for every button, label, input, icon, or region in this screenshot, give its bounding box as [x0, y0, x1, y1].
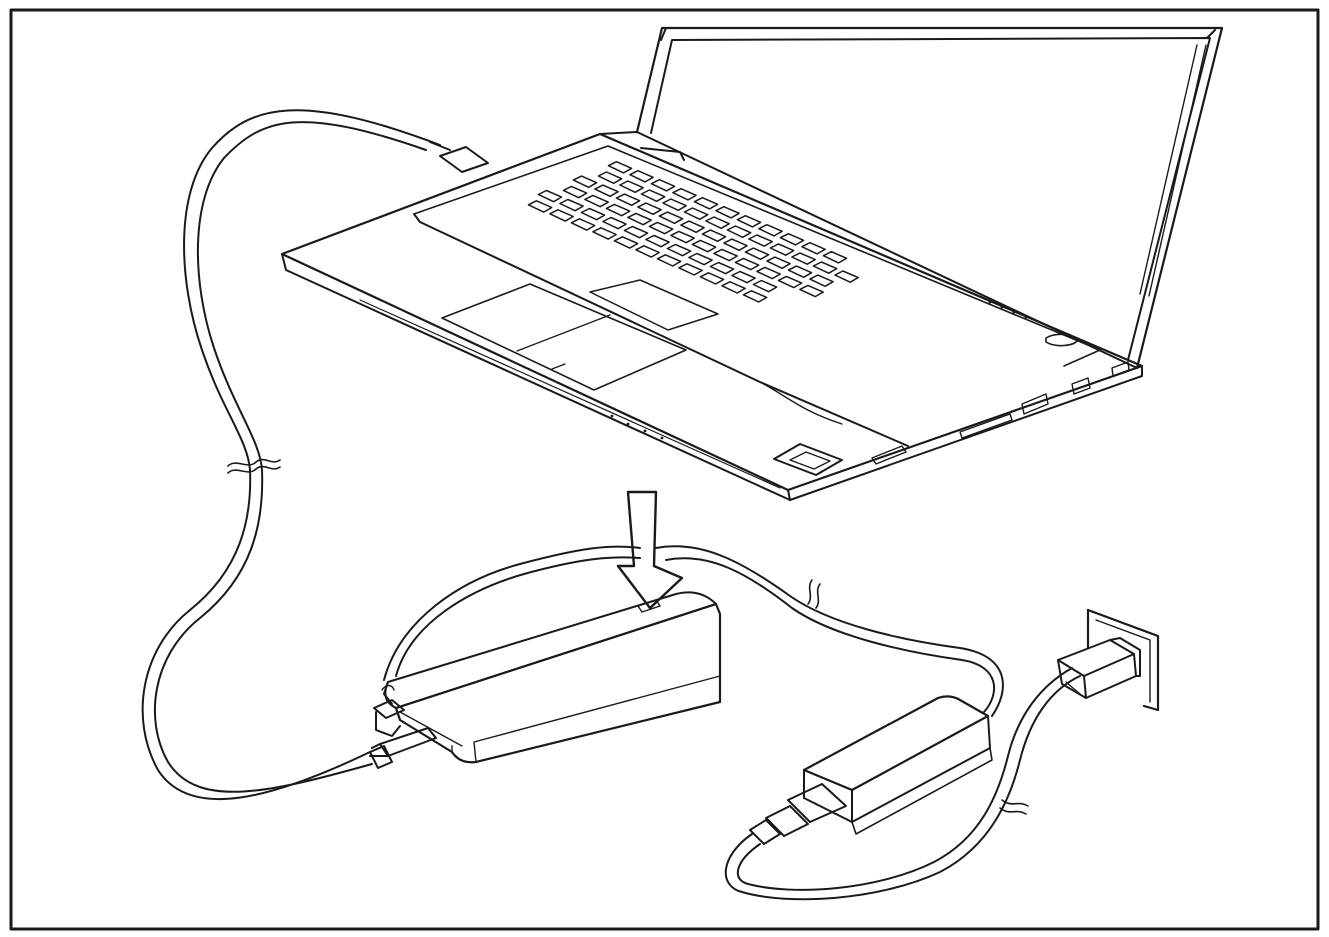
keyboard-key: [705, 216, 730, 230]
keyboard-key: [572, 175, 598, 189]
keyboard-key: [613, 236, 639, 249]
keyboard-key: [605, 203, 631, 217]
keyboard-key: [693, 196, 719, 210]
keyboard-key: [672, 187, 697, 201]
keyboard-key: [744, 247, 770, 261]
laptop-cable: [141, 109, 489, 800]
keyboard-key: [834, 270, 859, 283]
down-arrow-icon: [616, 490, 684, 610]
keyboard-key: [699, 272, 725, 285]
keyboard-key: [623, 225, 649, 239]
keyboard-key: [726, 225, 752, 239]
keyboard-key: [670, 230, 695, 244]
keyboard-key: [635, 245, 660, 258]
keyboard-key: [683, 207, 709, 221]
laptop-icon: [280, 26, 1224, 501]
keyboard-key: [769, 243, 795, 256]
keyboard-key: [615, 193, 641, 207]
keyboard-key: [691, 239, 717, 253]
keyboard-key: [787, 265, 813, 279]
keyboard-key: [752, 279, 778, 293]
keyboard-key: [658, 211, 684, 225]
keyboard-key: [748, 234, 773, 247]
keyboard-key: [678, 263, 703, 276]
keyboard-key: [584, 194, 609, 208]
keyboard-key: [756, 266, 781, 280]
keyboard-key: [648, 221, 674, 235]
keyboard-key: [742, 290, 768, 303]
keyboard-key: [758, 223, 783, 237]
keyboard-key: [666, 243, 692, 257]
keyboard-key: [570, 218, 596, 231]
keyboard-key: [637, 202, 662, 216]
keyboard-key: [592, 227, 617, 240]
keyboard-key: [812, 261, 838, 274]
keyboard-key: [662, 198, 687, 212]
keyboard-keys: [527, 160, 859, 331]
keyboard-key: [607, 160, 633, 174]
keyboard-key: [721, 281, 746, 294]
keyboard-key: [594, 184, 619, 198]
keyboard-key: [791, 252, 816, 265]
keyboard-key: [645, 234, 670, 248]
power-outlet-icon: [1057, 608, 1160, 712]
keyboard-key: [731, 270, 756, 284]
keyboard-key: [801, 241, 826, 255]
keyboard-key: [527, 200, 553, 213]
keyboard-key: [715, 205, 740, 219]
keyboard-key: [723, 238, 748, 252]
keyboard-key: [736, 214, 762, 228]
keyboard-spacebar: [589, 279, 719, 331]
keyboard-key: [701, 229, 727, 243]
keyboard-key: [713, 248, 738, 262]
keyboard-key: [640, 189, 666, 203]
adapter-cable: [655, 545, 1004, 717]
keyboard-key: [734, 257, 760, 271]
keyboard-key: [580, 207, 606, 221]
keyboard-key: [809, 274, 834, 288]
keyboard-key: [779, 232, 805, 246]
keyboard-key: [656, 254, 682, 267]
keyboard-key: [602, 216, 627, 230]
keyboard-key: [799, 284, 824, 298]
keyboard-key: [559, 198, 584, 212]
keyboard-key: [549, 209, 574, 222]
keyboard-key: [766, 256, 791, 270]
keyboard-key: [650, 178, 676, 192]
keyboard-key: [680, 220, 705, 234]
keyboard-key: [629, 169, 654, 183]
figure-frame: [9, 8, 1320, 931]
keyboard-key: [777, 275, 803, 289]
keyboard-key: [688, 252, 713, 266]
ac-adapter-icon: [724, 667, 1081, 901]
keyboard-key: [597, 171, 623, 185]
keyboard-key: [537, 189, 563, 203]
keyboard-key: [619, 180, 644, 194]
docking-port-replicator-icon: [369, 545, 722, 764]
keyboard-key: [709, 261, 735, 275]
keyboard-key: [822, 250, 848, 264]
keyboard-key: [627, 212, 652, 226]
keyboard-key: [562, 185, 588, 199]
